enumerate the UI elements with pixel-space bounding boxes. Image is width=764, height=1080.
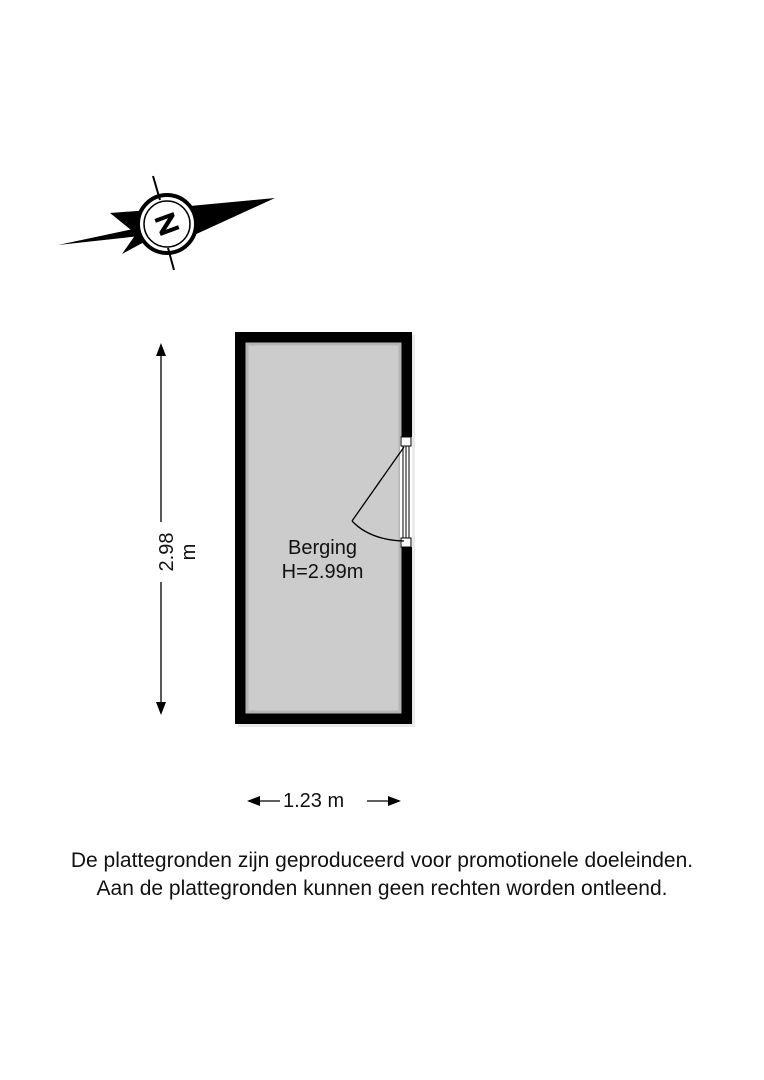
disclaimer-line-2: Aan de plattegronden kunnen geen rechten… xyxy=(96,877,668,900)
door xyxy=(351,436,412,548)
room-floor xyxy=(247,344,400,712)
dimension-horizontal-label: 1.23 m xyxy=(283,790,345,812)
room-name: Berging xyxy=(288,537,357,559)
dimension-horizontal xyxy=(247,796,401,806)
north-compass-icon xyxy=(58,175,275,271)
room-label: Berging H=2.99m xyxy=(250,536,395,584)
disclaimer: De plattegronden zijn geproduceerd voor … xyxy=(0,847,764,903)
disclaimer-line-1: De plattegronden zijn geproduceerd voor … xyxy=(70,849,694,872)
room-height: H=2.99m xyxy=(281,561,364,583)
dimension-vertical-label: 2.98 m xyxy=(156,522,200,582)
